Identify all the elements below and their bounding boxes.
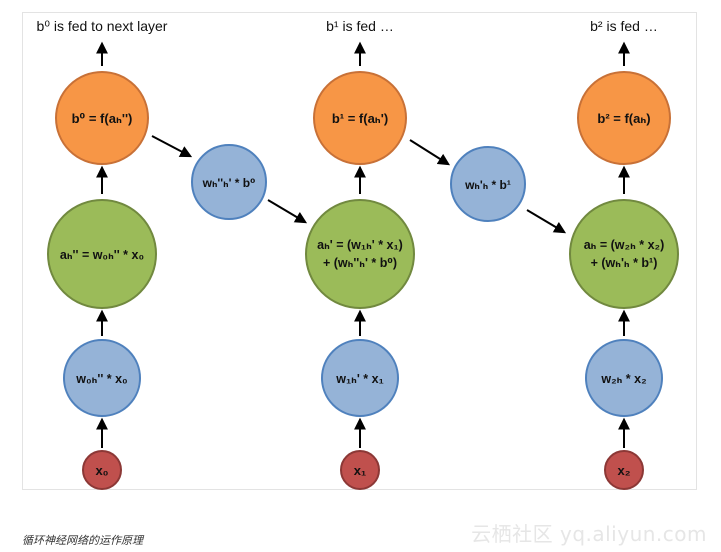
x2-text: x₂ <box>617 463 630 478</box>
x0-text: x₀ <box>95 463 108 478</box>
top-label-b2: b² is fed … <box>590 18 658 34</box>
b1-text: b¹ = f(aₕ') <box>332 111 388 126</box>
rec1-text: wₕ''ₕ' * b⁰ <box>202 176 256 190</box>
figure-caption: 循环神经网络的运作原理 <box>22 534 143 547</box>
x1-text: x₁ <box>354 463 367 478</box>
w0-node <box>63 339 141 417</box>
a2-text-line1: aₕ = (w₂ₕ * x₂) <box>584 238 665 252</box>
w2-text: w₂ₕ * x₂ <box>600 372 646 386</box>
b2-node <box>577 71 671 165</box>
arrow-rec2-a2 <box>526 209 567 234</box>
a1-node <box>305 199 415 309</box>
x0-node <box>82 450 122 490</box>
arrow-b1-rec2 <box>409 139 451 166</box>
a1-text-line1: aₕ' = (w₁ₕ' * x₁) <box>317 238 403 252</box>
top-label-b1: b¹ is fed … <box>326 18 394 34</box>
w1-node <box>321 339 399 417</box>
watermark: 云栖社区 yq.aliyun.com <box>471 522 707 546</box>
a0-node <box>47 199 157 309</box>
b0-node <box>55 71 149 165</box>
w1-text: w₁ₕ' * x₁ <box>335 372 384 386</box>
rec1-node <box>191 144 267 220</box>
rec2-text: wₕ'ₕ * b¹ <box>464 178 511 192</box>
arrow-b0-rec1 <box>151 135 193 158</box>
b1-node <box>313 71 407 165</box>
b2-text: b² = f(aₕ) <box>597 111 650 126</box>
x1-node <box>340 450 380 490</box>
a1-text-line2: + (wₕ''ₕ' * b⁰) <box>323 256 397 270</box>
a0-text: aₕ'' = w₀ₕ'' * x₀ <box>60 248 144 262</box>
a2-text-line2: + (wₕ'ₕ * b¹) <box>591 256 658 270</box>
rec2-node <box>450 146 526 222</box>
w0-text: w₀ₕ'' * x₀ <box>75 372 127 386</box>
x2-node <box>604 450 644 490</box>
arrow-rec1-a1 <box>267 199 308 224</box>
top-label-b0: b⁰ is fed to next layer <box>37 18 168 34</box>
a2-node <box>569 199 679 309</box>
w2-node <box>585 339 663 417</box>
b0-text: b⁰ = f(aₕ'') <box>72 111 133 126</box>
